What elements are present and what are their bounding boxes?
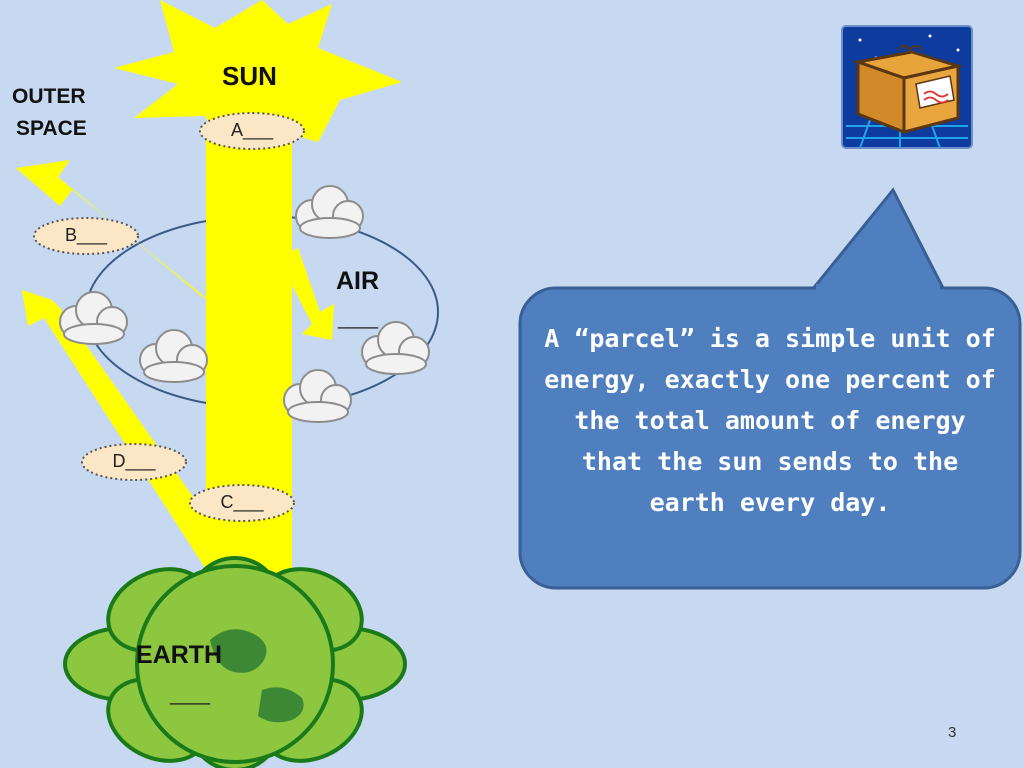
cloud-icon: [59, 291, 128, 345]
blank-label-c: C___: [220, 492, 264, 512]
page-number: 3: [948, 724, 957, 741]
air-label: AIR: [336, 267, 380, 295]
air-absorbed-arrow: [278, 248, 334, 340]
sun-burst: [114, 0, 402, 150]
outer-space-label-line1: OUTER: [12, 85, 86, 108]
earth-label: EARTH: [136, 641, 223, 669]
blank-oval-b[interactable]: [33, 217, 139, 255]
blank-oval-c[interactable]: [189, 484, 295, 522]
reflected-arrow-upper: [16, 160, 215, 305]
cloud-icon: [139, 329, 208, 383]
speech-bubble: [518, 187, 1022, 590]
blank-label-d: D___: [112, 451, 156, 471]
cloud-icon: [283, 369, 352, 423]
air-blank: ____: [338, 309, 379, 329]
reflected-arrow-lower: [22, 290, 246, 588]
earth-blank: ____: [170, 685, 211, 705]
blank-label-a: A___: [230, 120, 274, 140]
blank-label-b: B___: [64, 225, 108, 245]
cloud-icon: [295, 185, 364, 239]
parcel-box-icon: [841, 25, 973, 149]
parcel-definition-text: A “parcel” is a simple unit of energy, e…: [544, 324, 996, 517]
earth-globe-icon: [63, 556, 407, 768]
cloud-icon: [361, 321, 430, 375]
blank-oval-d[interactable]: [81, 443, 187, 481]
outer-space-label-line2: SPACE: [16, 117, 87, 140]
blank-oval-a[interactable]: [199, 112, 305, 150]
incoming-arrow-main: [194, 140, 306, 660]
sun-label: SUN: [222, 61, 277, 91]
